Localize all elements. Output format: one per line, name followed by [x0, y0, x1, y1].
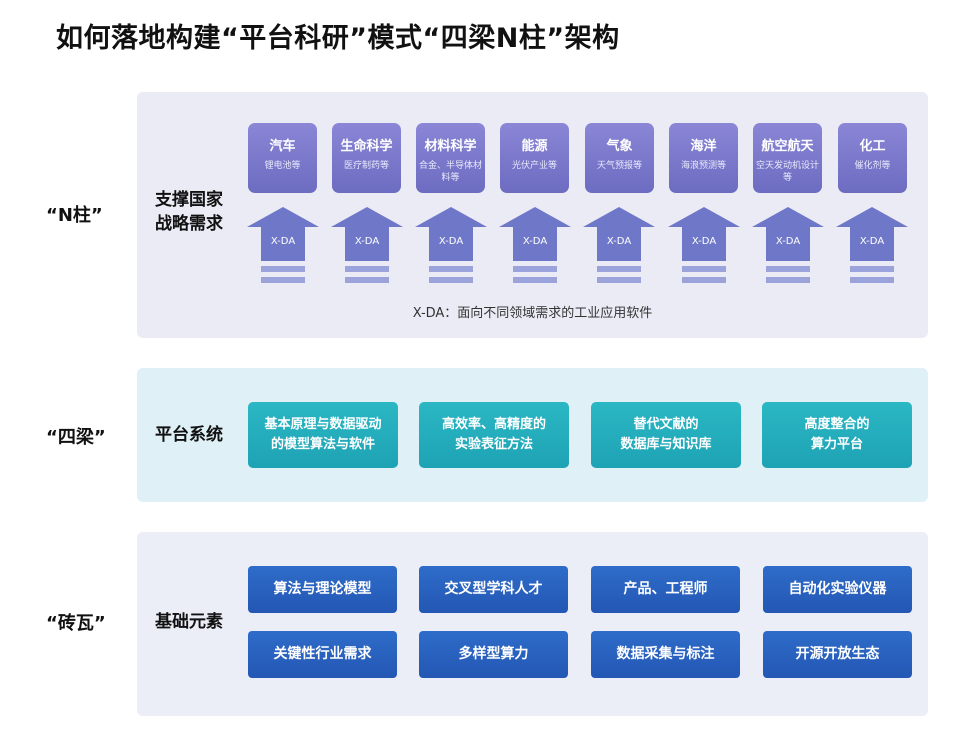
- pillar-aerospace: 航空航天 空天发动机设计等: [753, 123, 822, 193]
- pillar-energy: 能源 光伏产业等: [500, 123, 569, 193]
- beam-line: 算力平台: [810, 437, 863, 452]
- beam-line: 实验表征方法: [454, 437, 533, 452]
- four-beams-subtitle: 平台系统: [155, 425, 223, 445]
- xda-arrow: X-DA: [836, 207, 908, 287]
- pillar-title: 生命科学: [340, 139, 393, 154]
- pillar-subtitle: 光伏产业等: [511, 161, 557, 171]
- pillar-title: 材料科学: [424, 139, 477, 154]
- xda-arrow: X-DA: [583, 207, 655, 287]
- beam-databases: 替代文献的 数据库与知识库: [591, 402, 741, 468]
- pillar-ocean: 海洋 海浪预测等: [669, 123, 738, 193]
- pillar-materials: 材料科学 合金、半导体材料等: [416, 123, 485, 193]
- pillar-life-science: 生命科学 医疗制药等: [332, 123, 401, 193]
- beam-line: 替代文献的: [633, 417, 699, 432]
- brick-talent: 交叉型学科人才: [419, 566, 568, 613]
- page-title: 如何落地构建“平台科研”模式“四梁N柱”架构: [56, 23, 620, 54]
- beam-line: 基本原理与数据驱动: [264, 417, 382, 432]
- up-arrow-icon: [668, 207, 740, 283]
- beam-experimental-methods: 高效率、高精度的 实验表征方法: [419, 402, 569, 468]
- n-pillars-subtitle-line-1: 支撑国家: [155, 190, 223, 210]
- arrow-label: X-DA: [691, 236, 717, 247]
- up-arrow-icon: [415, 207, 487, 283]
- pillar-title: 汽车: [269, 139, 296, 154]
- four-beams-tag: “四梁”: [46, 427, 106, 448]
- n-pillars-subtitle-line-2: 战略需求: [155, 214, 223, 234]
- arrow-label: X-DA: [775, 236, 801, 247]
- xda-arrow: X-DA: [415, 207, 487, 287]
- brick-open-ecosystem: 开源开放生态: [763, 631, 912, 678]
- up-arrow-icon: [836, 207, 908, 283]
- xda-arrow: X-DA: [247, 207, 319, 287]
- beam-line: 数据库与知识库: [620, 437, 712, 452]
- pillar-title: 航空航天: [761, 139, 814, 154]
- xda-arrow: X-DA: [752, 207, 824, 287]
- arrow-label: X-DA: [270, 236, 296, 247]
- bricks-subtitle: 基础元素: [155, 612, 223, 632]
- beam-compute-platform: 高度整合的 算力平台: [762, 402, 912, 468]
- xda-arrow: X-DA: [668, 207, 740, 287]
- pillar-automotive: 汽车 锂电池等: [248, 123, 317, 193]
- xda-note: X-DA：面向不同领域需求的工业应用软件: [412, 306, 653, 321]
- beam-line: 高效率、高精度的: [441, 417, 546, 432]
- pillar-title: 海洋: [690, 139, 717, 154]
- n-pillars-tag: “N柱”: [46, 205, 103, 226]
- pillar-title: 气象: [606, 139, 633, 154]
- up-arrow-icon: [752, 207, 824, 283]
- arrow-label: X-DA: [859, 236, 885, 247]
- beam-line: 的模型算法与软件: [270, 437, 375, 452]
- beam-model-algorithms: 基本原理与数据驱动 的模型算法与软件: [248, 402, 398, 468]
- pillar-subtitle: 合金、半导体材料等: [418, 161, 482, 183]
- brick-compute: 多样型算力: [419, 631, 568, 678]
- brick-algorithms: 算法与理论模型: [248, 566, 397, 613]
- pillar-weather: 气象 天气预报等: [585, 123, 654, 193]
- arrow-label: X-DA: [522, 236, 548, 247]
- pillar-subtitle: 天气预报等: [596, 161, 642, 171]
- brick-automation-instruments: 自动化实验仪器: [763, 566, 912, 613]
- arrow-label: X-DA: [606, 236, 632, 247]
- bricks-tag: “砖瓦”: [46, 613, 106, 634]
- n-pillars-subtitle: 支撑国家 战略需求: [155, 188, 223, 236]
- pillar-title: 能源: [521, 139, 548, 154]
- up-arrow-icon: [331, 207, 403, 283]
- brick-data-labeling: 数据采集与标注: [591, 631, 740, 678]
- bricks-band: [137, 532, 928, 716]
- brick-products-engineers: 产品、工程师: [591, 566, 740, 613]
- up-arrow-icon: [583, 207, 655, 283]
- pillar-title: 化工: [859, 139, 886, 154]
- xda-arrow: X-DA: [331, 207, 403, 287]
- pillar-subtitle: 催化剂等: [854, 161, 891, 171]
- pillar-subtitle: 空天发动机设计等: [755, 161, 819, 183]
- brick-industry-needs: 关键性行业需求: [248, 631, 397, 678]
- up-arrow-icon: [499, 207, 571, 283]
- beam-line: 高度整合的: [804, 417, 870, 432]
- up-arrow-icon: [247, 207, 319, 283]
- arrow-label: X-DA: [354, 236, 380, 247]
- pillar-subtitle: 医疗制药等: [343, 161, 389, 171]
- pillar-subtitle: 海浪预测等: [680, 161, 726, 171]
- pillar-subtitle: 锂电池等: [264, 161, 301, 171]
- pillar-chemical: 化工 催化剂等: [838, 123, 907, 193]
- xda-arrow: X-DA: [499, 207, 571, 287]
- arrow-label: X-DA: [438, 236, 464, 247]
